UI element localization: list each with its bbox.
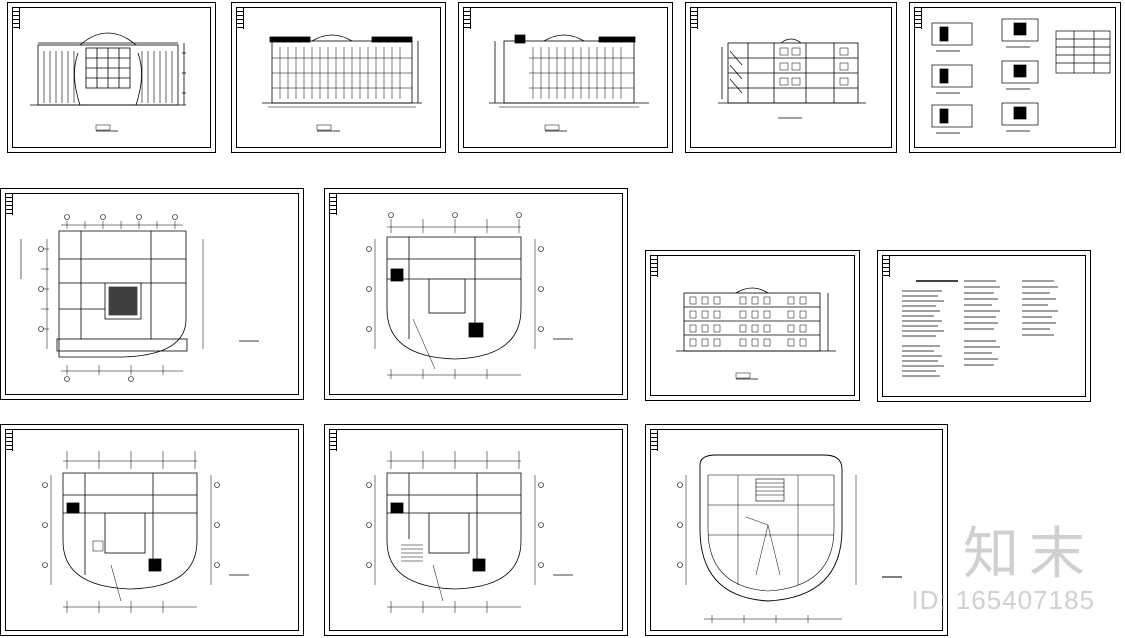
title-strip [914,7,922,29]
title-strip [5,193,13,215]
title-strip [329,193,337,215]
design-notes-drawing [902,280,1058,377]
sheet-rear-elevation [645,250,860,401]
roof-plan-drawing [677,454,902,623]
second-floor-plan-drawing [366,212,573,379]
sheet-side-elevation-b [458,2,673,153]
title-strip [690,7,698,29]
watermark-id: ID: 165407185 [911,585,1095,615]
sheet-second-floor-plan [324,188,628,400]
sheet-details [909,2,1121,153]
title-strip [12,7,20,29]
sheet-design-notes [877,250,1091,402]
sheet-ground-floor-plan [0,188,304,400]
title-strip [329,429,337,451]
ground-floor-plan-drawing [20,214,259,382]
title-strip [882,255,890,277]
watermark: 知末 ID: 165407185 [911,525,1095,616]
fourth-floor-plan-drawing [366,451,573,613]
title-strip [5,429,13,451]
rear-elevation-drawing [676,287,836,380]
front-elevation-drawing [30,32,186,132]
title-strip [463,7,471,29]
sheet-side-elevation-a [231,2,446,153]
sheet-section [685,2,897,153]
third-floor-plan-drawing [42,451,249,613]
side-elevation-b-drawing [489,34,649,132]
side-elevation-a-drawing [262,34,422,132]
sheet-third-floor-plan [0,424,304,636]
watermark-logo: 知末 [963,522,1095,587]
title-strip [650,429,658,451]
title-strip [650,255,658,277]
sheet-roof-plan [645,424,948,636]
sheet-front-elevation [7,2,216,153]
sheet-fourth-floor-plan [324,424,628,636]
details-drawing [931,18,1111,134]
section-drawing [718,38,866,119]
title-strip [236,7,244,29]
